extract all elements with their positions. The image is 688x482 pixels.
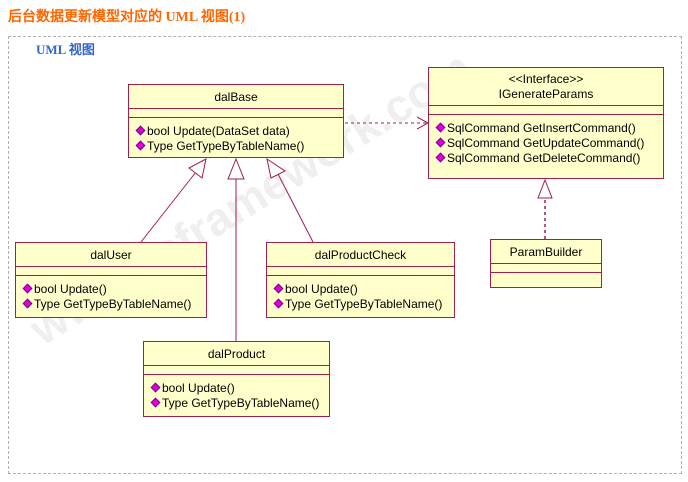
operation: bool Update() bbox=[22, 282, 206, 297]
public-operation-icon bbox=[273, 283, 284, 294]
attributes-compartment bbox=[491, 264, 601, 273]
attributes-compartment bbox=[129, 109, 343, 118]
class-IGenerateParams[interactable]: <<Interface>> IGenerateParams SqlCommand… bbox=[428, 67, 664, 179]
public-operation-icon bbox=[150, 397, 161, 408]
public-operation-icon bbox=[22, 283, 33, 294]
class-name: ParamBuilder bbox=[491, 240, 601, 264]
operation: Type GetTypeByTableName() bbox=[273, 297, 454, 312]
public-operation-icon bbox=[135, 140, 146, 151]
class-dalProductCheck[interactable]: dalProductCheck bool Update() Type GetTy… bbox=[266, 242, 455, 318]
public-operation-icon bbox=[435, 122, 446, 133]
public-operation-icon bbox=[150, 382, 161, 393]
dependency-dalBase-IGenerateParams bbox=[345, 116, 430, 130]
realization-ParamBuilder-IGenerateParams bbox=[537, 178, 553, 239]
public-operation-icon bbox=[135, 125, 146, 136]
public-operation-icon bbox=[22, 298, 33, 309]
public-operation-icon bbox=[435, 152, 446, 163]
public-operation-icon bbox=[435, 137, 446, 148]
class-dalUser[interactable]: dalUser bool Update() Type GetTypeByTabl… bbox=[15, 242, 207, 318]
operation: Type GetTypeByTableName() bbox=[150, 396, 329, 411]
operation: SqlCommand GetInsertCommand() bbox=[435, 121, 663, 136]
class-header: <<Interface>> IGenerateParams bbox=[429, 68, 663, 106]
class-name: dalUser bbox=[16, 243, 206, 267]
attributes-compartment bbox=[16, 267, 206, 276]
diagram-frame bbox=[8, 36, 682, 474]
public-operation-icon bbox=[273, 298, 284, 309]
class-ParamBuilder[interactable]: ParamBuilder bbox=[490, 239, 602, 288]
operation: Type GetTypeByTableName() bbox=[135, 139, 343, 154]
generalization-dalProductCheck-dalBase bbox=[266, 157, 314, 243]
attributes-compartment bbox=[267, 267, 454, 276]
generalization-dalUser-dalBase bbox=[140, 158, 207, 243]
operation: bool Update() bbox=[150, 381, 329, 396]
class-name: dalProduct bbox=[144, 342, 329, 366]
frame-title: UML 视图 bbox=[36, 42, 95, 57]
operation: SqlCommand GetUpdateCommand() bbox=[435, 136, 663, 151]
stereotype: <<Interface>> bbox=[508, 72, 584, 86]
class-name: dalBase bbox=[129, 85, 343, 109]
operations-compartment: bool Update() Type GetTypeByTableName() bbox=[267, 276, 454, 314]
operation: bool Update() bbox=[273, 282, 454, 297]
class-dalProduct[interactable]: dalProduct bool Update() Type GetTypeByT… bbox=[143, 341, 330, 417]
class-dalBase[interactable]: dalBase bool Update(DataSet data) Type G… bbox=[128, 84, 344, 158]
operations-compartment: bool Update(DataSet data) Type GetTypeBy… bbox=[129, 118, 343, 156]
attributes-compartment bbox=[144, 366, 329, 375]
operations-compartment: bool Update() Type GetTypeByTableName() bbox=[16, 276, 206, 314]
page-title: 后台数据更新模型对应的 UML 视图(1) bbox=[8, 10, 246, 25]
operation: SqlCommand GetDeleteCommand() bbox=[435, 151, 663, 166]
operation: bool Update(DataSet data) bbox=[135, 124, 343, 139]
operation: Type GetTypeByTableName() bbox=[22, 297, 206, 312]
class-name: dalProductCheck bbox=[267, 243, 454, 267]
operations-compartment: SqlCommand GetInsertCommand() SqlCommand… bbox=[429, 115, 663, 168]
generalization-dalProduct-dalBase bbox=[227, 157, 245, 341]
class-name: IGenerateParams bbox=[498, 87, 594, 101]
operations-compartment: bool Update() Type GetTypeByTableName() bbox=[144, 375, 329, 413]
attributes-compartment bbox=[429, 106, 663, 115]
